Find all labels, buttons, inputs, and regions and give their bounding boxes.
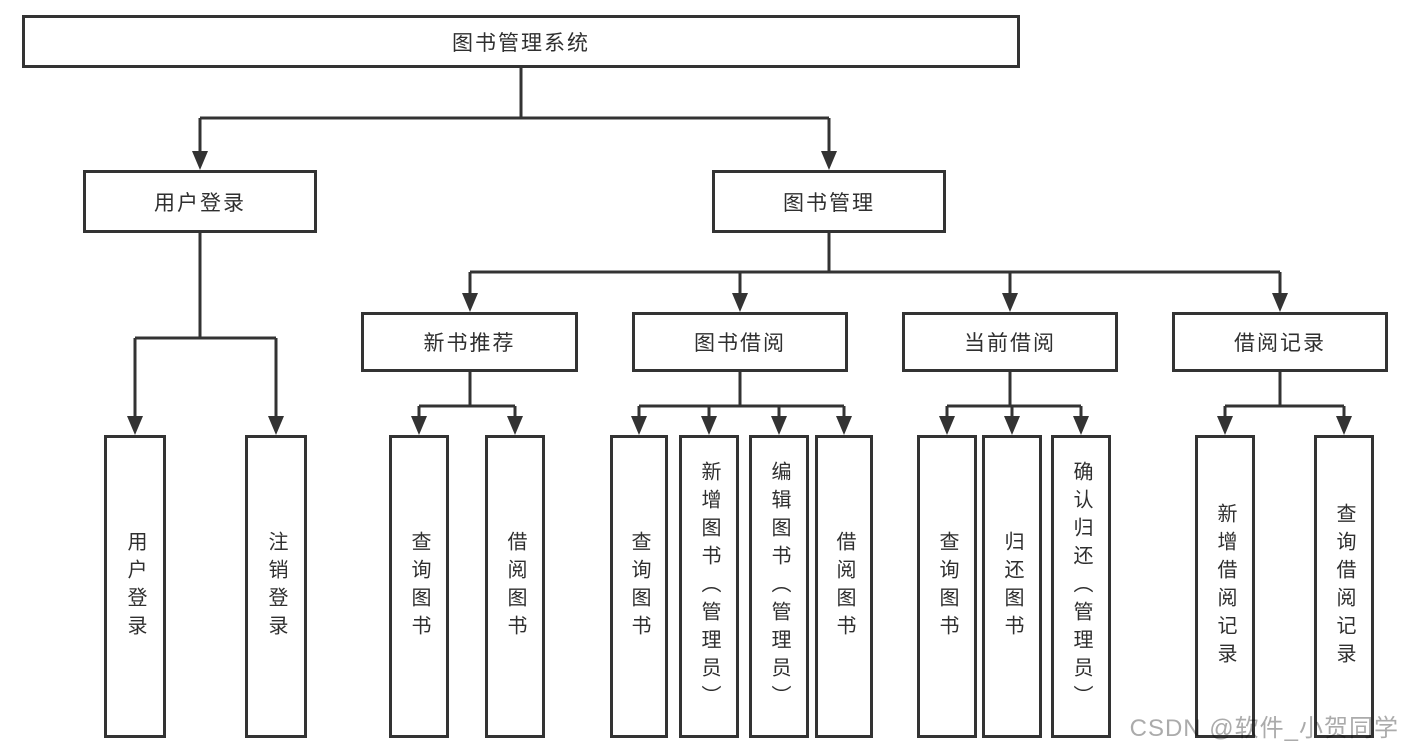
arrowheads	[127, 151, 1352, 435]
node-borrow-records-label: 借阅记录	[1234, 332, 1326, 355]
leaf-borrow-query-book-label: 查询图书	[628, 530, 650, 643]
leaf-borrow-edit-book-label: 编辑图书（管理员）	[768, 460, 790, 713]
node-book-borrow: 图书借阅	[632, 312, 848, 372]
leaf-records-add-record-label: 新增借阅记录	[1214, 502, 1236, 671]
node-root: 图书管理系统	[22, 15, 1020, 68]
leaf-borrow-edit-book: 编辑图书（管理员）	[749, 435, 809, 738]
node-current-borrow: 当前借阅	[902, 312, 1118, 372]
node-user-login: 用户登录	[83, 170, 317, 233]
leaf-current-return-book-label: 归还图书	[1001, 530, 1023, 643]
leaf-records-query-record-label: 查询借阅记录	[1333, 502, 1355, 671]
leaf-borrow-borrow-book-label: 借阅图书	[833, 530, 855, 643]
leaf-records-add-record: 新增借阅记录	[1195, 435, 1255, 738]
leaf-borrow-borrow-book: 借阅图书	[815, 435, 873, 738]
leaf-recommend-borrow-book: 借阅图书	[485, 435, 545, 738]
node-current-borrow-label: 当前借阅	[964, 332, 1056, 355]
leaf-borrow-add-book: 新增图书（管理员）	[679, 435, 739, 738]
node-new-book-recommend-label: 新书推荐	[423, 332, 516, 355]
node-user-login-label: 用户登录	[154, 191, 246, 215]
leaf-logout: 注销登录	[245, 435, 307, 738]
leaf-borrow-add-book-label: 新增图书（管理员）	[698, 460, 720, 713]
node-root-label: 图书管理系统	[452, 31, 590, 55]
leaf-current-confirm-return-label: 确认归还（管理员）	[1070, 460, 1092, 713]
leaf-records-query-record: 查询借阅记录	[1314, 435, 1374, 738]
leaf-user-login-label: 用户登录	[124, 530, 146, 643]
leaf-borrow-query-book: 查询图书	[610, 435, 668, 738]
leaf-recommend-query-book-label: 查询图书	[408, 530, 430, 643]
leaf-recommend-borrow-book-label: 借阅图书	[504, 530, 526, 643]
leaf-current-return-book: 归还图书	[982, 435, 1042, 738]
node-new-book-recommend: 新书推荐	[361, 312, 578, 372]
node-book-management: 图书管理	[712, 170, 946, 233]
csdn-watermark: CSDN @软件_小贺同学	[1129, 715, 1399, 742]
leaf-logout-label: 注销登录	[265, 530, 287, 643]
leaf-user-login: 用户登录	[104, 435, 166, 738]
leaf-recommend-query-book: 查询图书	[389, 435, 449, 738]
leaf-current-confirm-return: 确认归还（管理员）	[1051, 435, 1111, 738]
node-book-management-label: 图书管理	[783, 191, 875, 215]
node-book-borrow-label: 图书借阅	[694, 332, 786, 355]
node-borrow-records: 借阅记录	[1172, 312, 1388, 372]
leaf-current-query-book-label: 查询图书	[936, 530, 958, 643]
leaf-current-query-book: 查询图书	[917, 435, 977, 738]
